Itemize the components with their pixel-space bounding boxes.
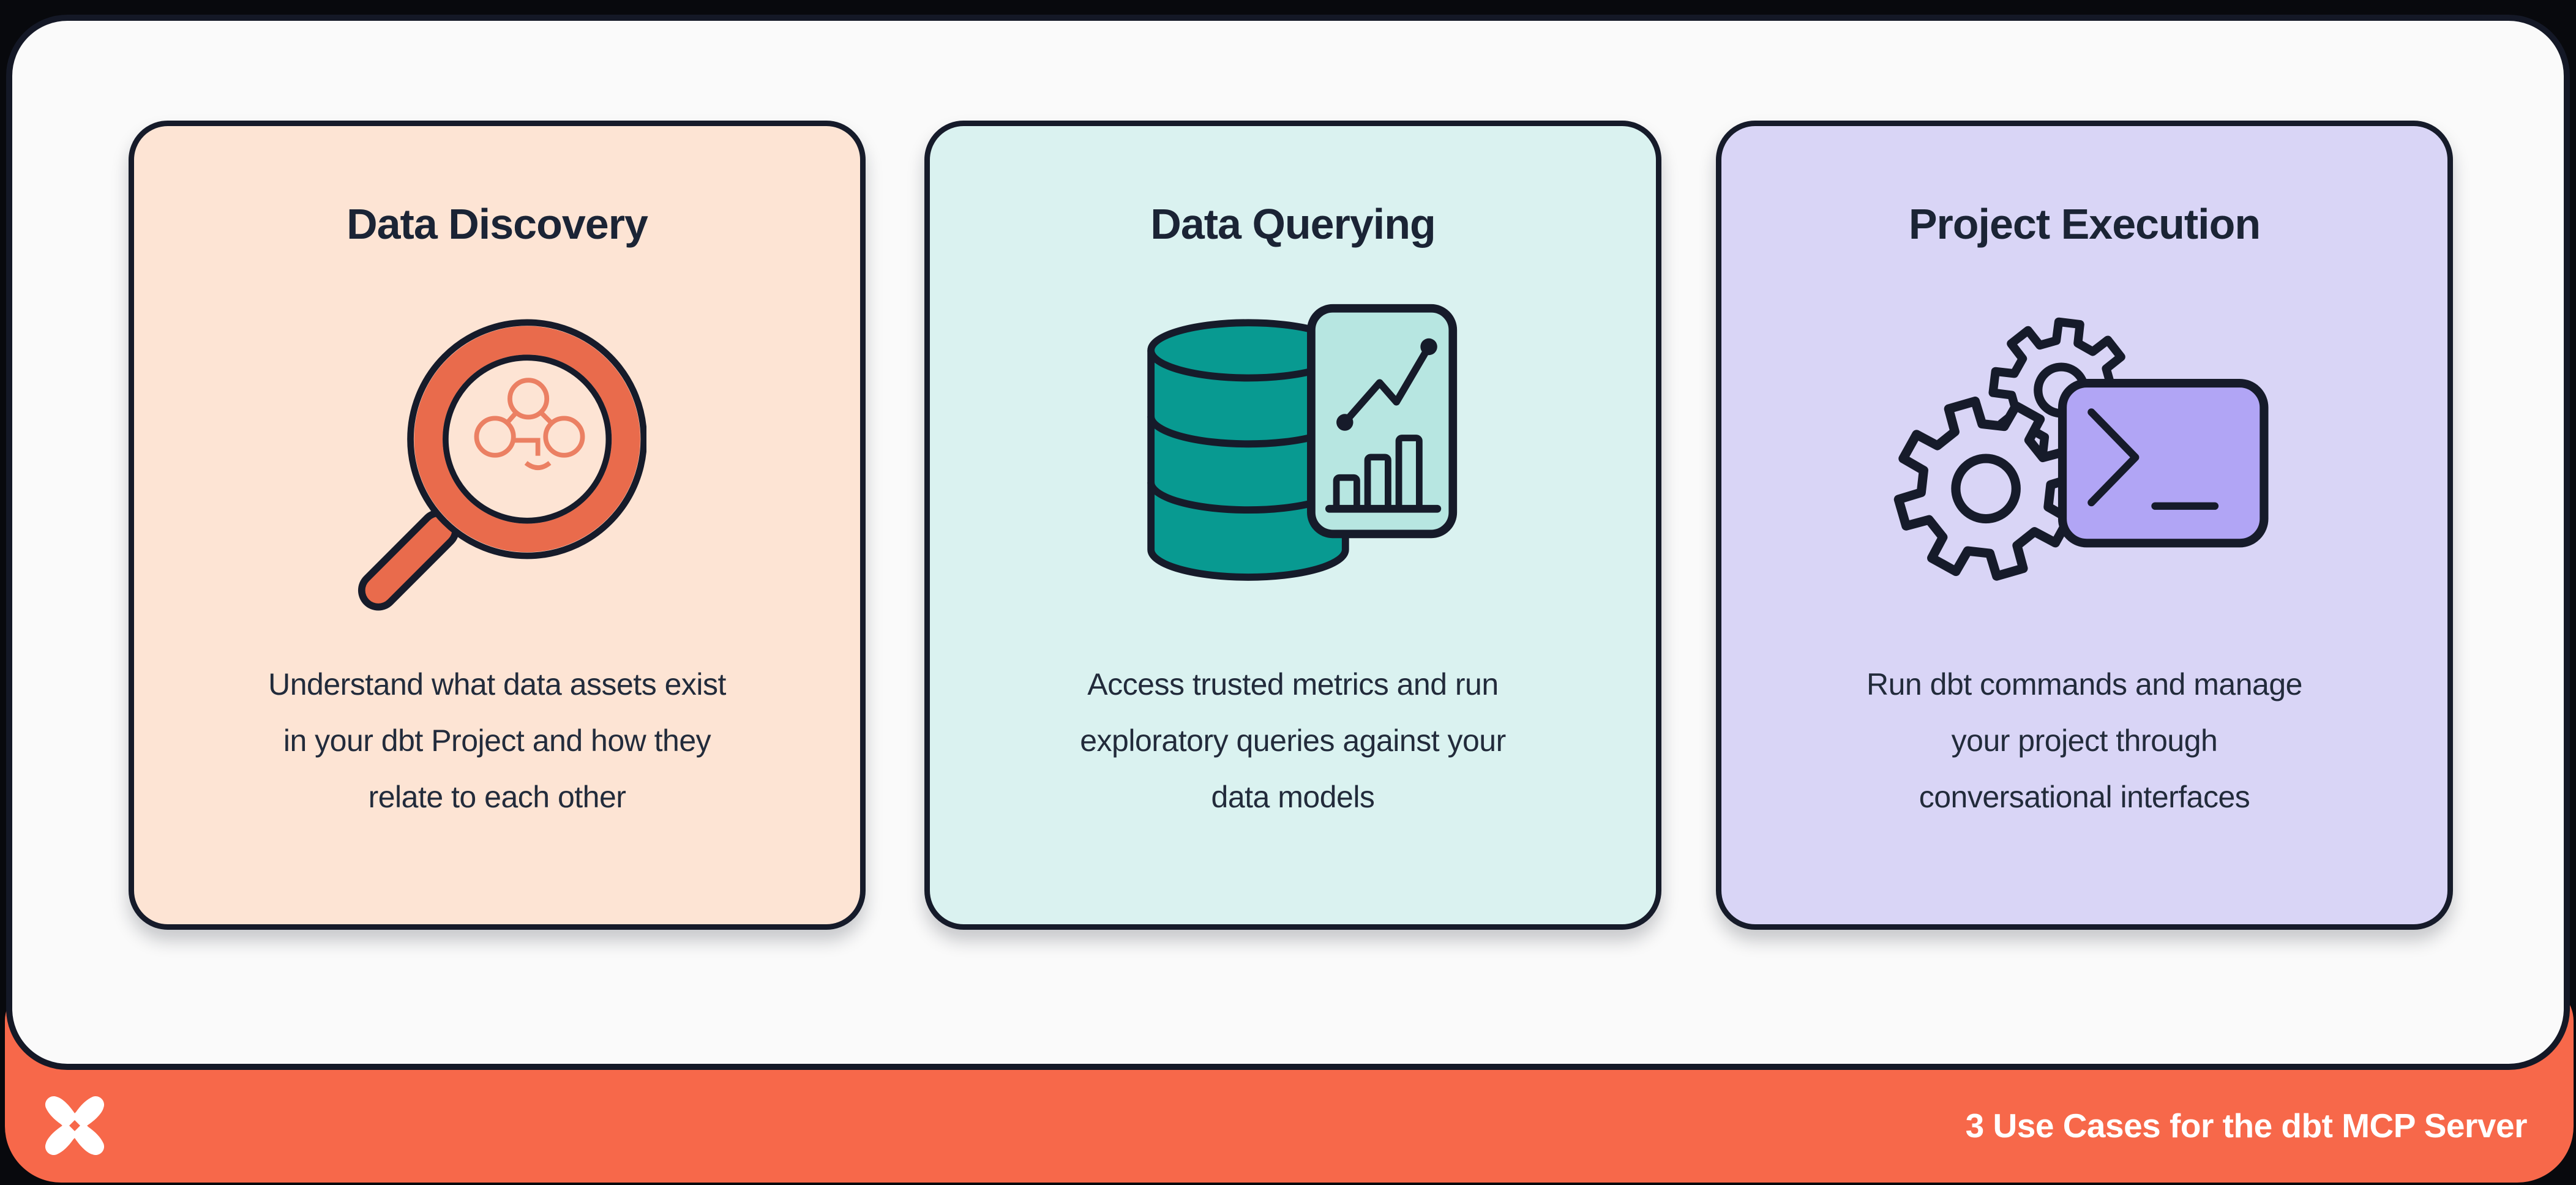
body-line: data models [1211, 780, 1375, 814]
card-body: Run dbt commands and manage your project… [1743, 656, 2425, 825]
card-data-querying: Data Querying [924, 121, 1661, 930]
card-icon-wrap [930, 297, 1656, 622]
card-title: Data Discovery [346, 200, 648, 248]
card-icon-wrap [134, 297, 860, 622]
body-line: your project through [1951, 723, 2218, 758]
magnifier-dag-icon [358, 319, 646, 611]
database-chart-icon [1147, 304, 1457, 581]
card-body: Understand what data assets exist in you… [156, 656, 838, 825]
dbt-logo-icon [45, 1096, 105, 1156]
card-data-discovery: Data Discovery [129, 121, 866, 930]
footer-label: 3 Use Cases for the dbt MCP Server [1965, 1107, 2528, 1145]
body-line: Understand what data assets exist [268, 667, 726, 701]
canvas: Data Discovery [6, 15, 2570, 1070]
card-title: Project Execution [1908, 200, 2261, 248]
card-project-execution: Project Execution Run dbt commands and m… [1716, 121, 2453, 930]
footer-content: 3 Use Cases for the dbt MCP Server [40, 1069, 2528, 1183]
body-line: exploratory queries against your [1080, 723, 1506, 758]
card-body: Access trusted metrics and run explorato… [952, 656, 1634, 825]
body-line: relate to each other [368, 780, 626, 814]
card-icon-wrap [1721, 297, 2447, 622]
card-title: Data Querying [1150, 200, 1436, 248]
body-line: Run dbt commands and manage [1866, 667, 2302, 701]
gears-terminal-icon [1893, 317, 2269, 581]
body-line: conversational interfaces [1919, 780, 2250, 814]
body-line: Access trusted metrics and run [1087, 667, 1499, 701]
body-line: in your dbt Project and how they [283, 723, 711, 758]
